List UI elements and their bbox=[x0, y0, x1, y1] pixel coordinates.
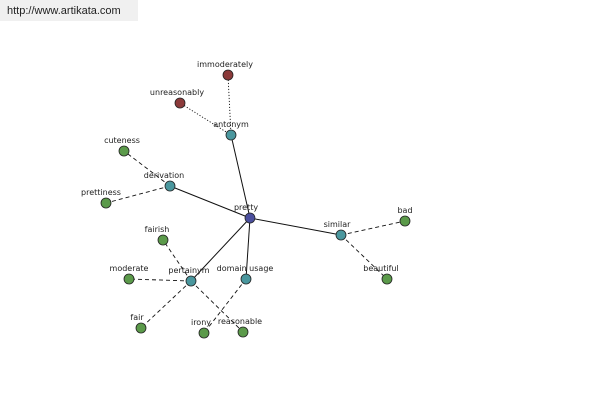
center-pretty-node[interactable] bbox=[244, 212, 256, 224]
term-fair-label[interactable]: fair bbox=[130, 313, 144, 322]
site-url-link[interactable]: http://www.artikata.com bbox=[7, 5, 121, 17]
relation-domain-usage-node[interactable] bbox=[240, 273, 252, 285]
edge-similar-beautiful bbox=[340, 234, 388, 280]
edge-derivation-cuteness bbox=[123, 150, 171, 187]
term-cuteness-node[interactable] bbox=[118, 145, 130, 157]
edge-pretty-similar bbox=[249, 217, 342, 236]
term-moderate-label[interactable]: moderate bbox=[110, 264, 149, 273]
term-immoderately-label[interactable]: immoderately bbox=[197, 60, 253, 69]
term-reasonable-node[interactable] bbox=[237, 326, 249, 338]
relation-antonym-label[interactable]: antonym bbox=[213, 120, 249, 129]
center-pretty-label[interactable]: pretty bbox=[234, 203, 258, 212]
relation-derivation-node[interactable] bbox=[164, 180, 176, 192]
labels-layer: pretty antonym derivation similar pertainym d… bbox=[81, 60, 413, 327]
term-reasonable-label[interactable]: reasonable bbox=[218, 317, 262, 326]
term-prettiness-node[interactable] bbox=[100, 197, 112, 209]
term-bad-label[interactable]: bad bbox=[397, 206, 412, 215]
term-fairish-node[interactable] bbox=[157, 234, 169, 246]
edge-domain-usage-irony bbox=[203, 278, 247, 334]
edge-pertainym-fair bbox=[140, 280, 192, 329]
edge-similar-bad bbox=[340, 220, 406, 236]
edge-pertainym-fairish bbox=[162, 239, 192, 282]
edge-pertainym-reasonable bbox=[190, 280, 244, 333]
term-irony-label[interactable]: irony bbox=[191, 318, 211, 327]
term-fairish-label[interactable]: fairish bbox=[145, 225, 170, 234]
relation-similar-label[interactable]: similar bbox=[324, 220, 352, 229]
term-prettiness-label[interactable]: prettiness bbox=[81, 188, 121, 197]
relation-pertainym-node[interactable] bbox=[185, 275, 197, 287]
term-beautiful-node[interactable] bbox=[381, 273, 393, 285]
term-fair-node[interactable] bbox=[135, 322, 147, 334]
term-bad-node[interactable] bbox=[399, 215, 411, 227]
term-unreasonably-label[interactable]: unreasonably bbox=[150, 88, 204, 97]
relation-derivation-label[interactable]: derivation bbox=[144, 171, 184, 180]
edges-layer bbox=[105, 74, 406, 334]
term-immoderately-node[interactable] bbox=[222, 69, 234, 81]
url-banner: http://www.artikata.com bbox=[0, 0, 138, 21]
term-moderate-node[interactable] bbox=[123, 273, 135, 285]
edge-pretty-antonym bbox=[230, 134, 251, 219]
relation-similar-node[interactable] bbox=[335, 229, 347, 241]
edge-pretty-pertainym bbox=[190, 217, 251, 282]
relation-antonym-node[interactable] bbox=[225, 129, 237, 141]
edge-pretty-domain-usage bbox=[245, 217, 251, 280]
term-irony-node[interactable] bbox=[198, 327, 210, 339]
edge-antonym-immoderately bbox=[227, 74, 232, 136]
edge-pretty-derivation bbox=[169, 185, 251, 219]
term-unreasonably-node[interactable] bbox=[174, 97, 186, 109]
relation-pertainym-label[interactable]: pertainym bbox=[168, 266, 209, 275]
edge-antonym-unreasonably bbox=[179, 102, 232, 136]
edge-pertainym-moderate bbox=[128, 278, 192, 282]
nodes-layer bbox=[100, 69, 411, 339]
term-beautiful-label[interactable]: beautiful bbox=[363, 264, 398, 273]
term-cuteness-label[interactable]: cuteness bbox=[104, 136, 140, 145]
relation-domain-usage-label[interactable]: domain usage bbox=[217, 264, 274, 273]
